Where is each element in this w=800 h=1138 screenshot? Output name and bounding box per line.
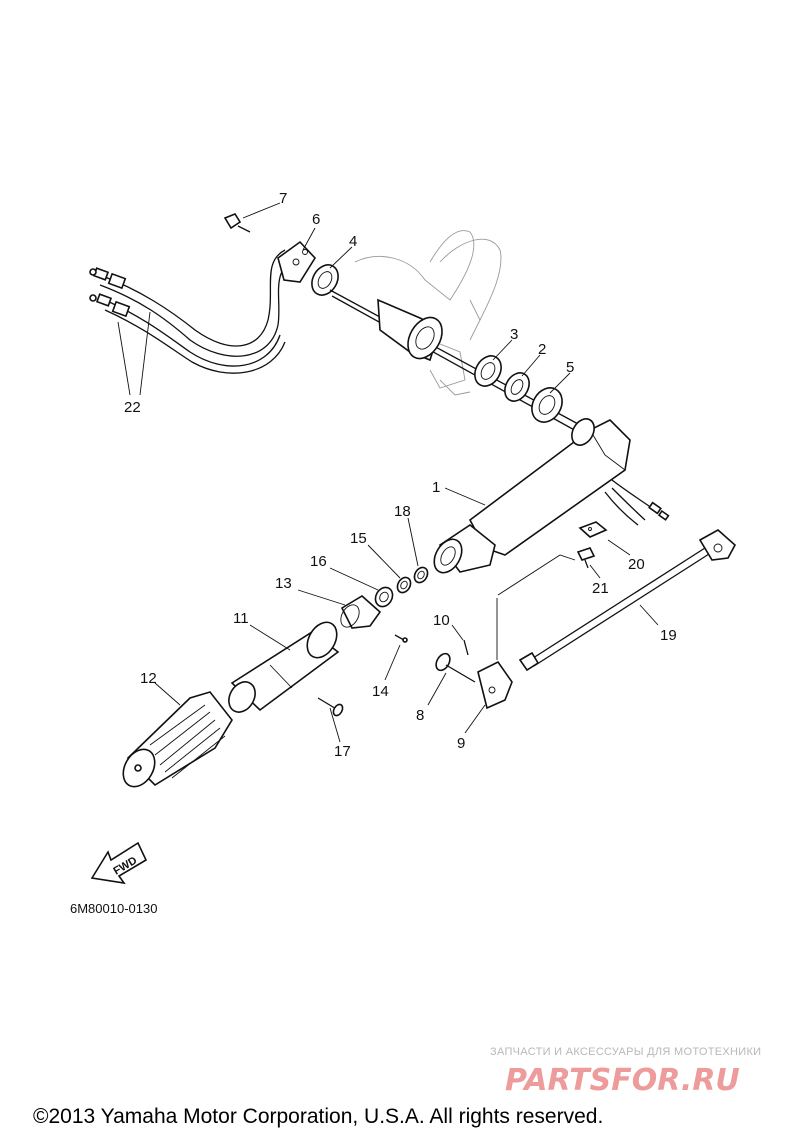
steering-bracket-tube [377,298,443,362]
label-part-18: 18 [394,503,411,520]
label-part-13: 13 [275,575,292,592]
label-part-2: 2 [538,341,546,358]
label-part-3: 3 [510,326,518,343]
part-9-block [477,660,513,710]
label-part-9: 9 [457,735,465,752]
label-part-19: 19 [660,627,677,644]
fwd-direction-arrow: FWD [90,841,148,885]
part-8-bolt [435,652,476,683]
part-2-washer [504,372,530,402]
part-1-steering-handle-arm [433,418,670,574]
label-part-20: 20 [628,556,645,573]
watermark-brand: PARTSFOR.RU [505,1063,740,1098]
part-number-labels: 1 2 3 4 5 6 7 8 9 10 11 12 13 14 15 16 1… [124,190,677,760]
engine-ghost-outline [354,230,502,396]
label-part-14: 14 [372,683,389,700]
label-part-10: 10 [433,612,450,629]
part-19-shift-rod [518,529,737,672]
assembly-guide-lines [496,554,576,660]
label-part-17: 17 [334,743,351,760]
part-11-throttle-shaft [228,621,340,713]
label-part-7: 7 [279,190,287,207]
label-part-6: 6 [312,211,320,228]
leader-lines [117,202,659,743]
label-part-21: 21 [592,580,609,597]
part-16-washer [374,586,394,608]
part-13-collar [340,595,382,629]
label-part-1: 1 [432,479,440,496]
part-20-plate [578,521,608,538]
label-part-22: 22 [124,399,141,416]
throttle-shift-cables [89,249,296,374]
label-part-15: 15 [350,530,367,547]
label-part-4: 4 [349,233,357,250]
label-part-5: 5 [566,359,574,376]
part-15-spring [396,576,412,594]
part-17-screw [317,697,344,717]
part-4-grommet [311,264,339,296]
label-part-8: 8 [416,707,424,724]
label-part-16: 16 [310,553,327,570]
part-14-pin [394,634,408,643]
part-7-bolt [223,213,251,233]
watermark-tagline: ЗАПЧАСТИ И АКСЕССУАРЫ ДЛЯ МОТОТЕХНИКИ [490,1046,761,1058]
part-21-screw [576,547,596,569]
label-part-12: 12 [140,670,157,687]
part-10-pin [463,639,469,656]
copyright-footer: ©2013 Yamaha Motor Corporation, U.S.A. A… [33,1105,603,1128]
part-3-washer [474,355,502,387]
diagram-code: 6M80010-0130 [70,901,157,916]
part-12-grip [122,691,233,788]
label-part-11: 11 [233,610,249,627]
part-18-nut [413,566,429,584]
part-5-bushing [531,387,563,423]
part-6-plate [277,240,317,283]
